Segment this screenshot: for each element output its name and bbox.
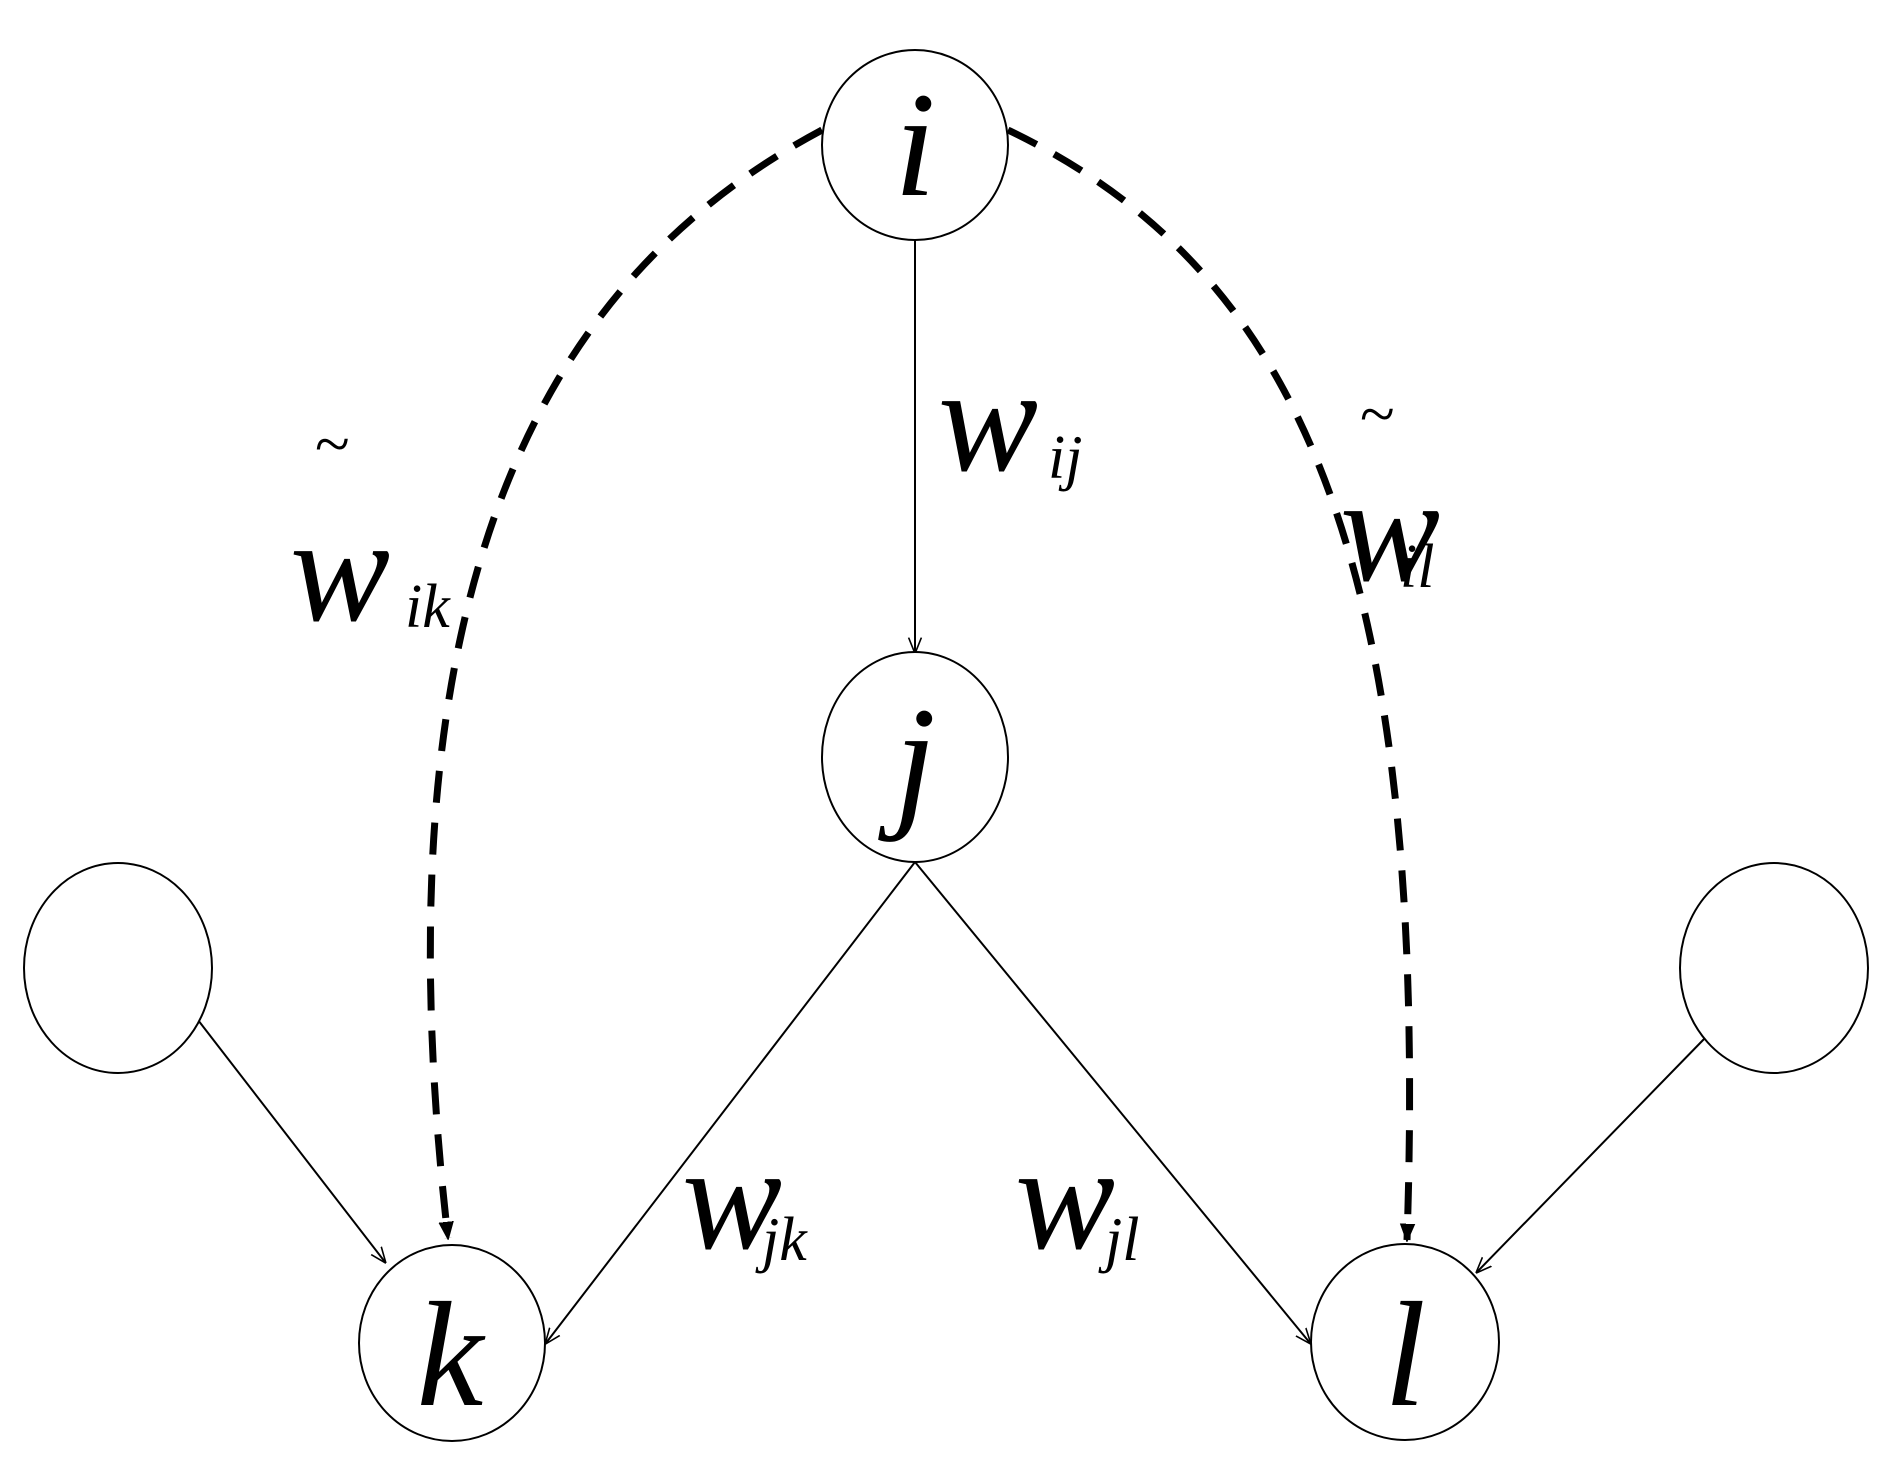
edge-left-k xyxy=(197,1019,385,1262)
weight-jk-symbol: w xyxy=(682,1115,782,1281)
weight-ik-tilde: ~ xyxy=(315,408,350,479)
weight-jl-symbol: w xyxy=(1015,1115,1115,1281)
weight-label-jl: w jl xyxy=(1015,1115,1139,1281)
weight-label-il: ~ w il xyxy=(1340,378,1440,613)
weight-jl-subscript: jl xyxy=(1098,1206,1139,1274)
edge-right-l xyxy=(1477,1036,1707,1272)
weight-il-tilde: ~ xyxy=(1360,378,1395,449)
weight-label-jk: w jk xyxy=(682,1115,808,1281)
weight-ik-subscript: ik xyxy=(405,573,451,641)
edge-ik-dashed xyxy=(426,126,824,1238)
node-l: l xyxy=(1310,1243,1500,1441)
weight-ij-subscript: ij xyxy=(1048,424,1082,492)
node-k-label: k xyxy=(417,1272,486,1438)
node-i-label: i xyxy=(894,62,936,228)
weight-ij-symbol: w xyxy=(938,337,1038,503)
weight-label-ij: w ij xyxy=(938,337,1082,503)
edge-jl xyxy=(914,861,1310,1343)
node-k: k xyxy=(358,1244,546,1442)
edge-jk xyxy=(546,861,916,1343)
node-l-label: l xyxy=(1384,1272,1426,1438)
weight-il-symbol: w xyxy=(1340,447,1440,613)
weight-label-ik: ~ w ik xyxy=(290,408,451,653)
node-j: j xyxy=(821,651,1009,863)
weight-il-subscript: il xyxy=(1400,533,1434,601)
node-right-unlabeled xyxy=(1679,862,1869,1074)
edge-il-dashed xyxy=(1006,126,1410,1240)
node-left-unlabeled xyxy=(23,862,213,1074)
weight-ik-symbol: w xyxy=(290,487,390,653)
weight-jk-subscript: jk xyxy=(755,1206,808,1274)
node-i: i xyxy=(821,49,1009,241)
